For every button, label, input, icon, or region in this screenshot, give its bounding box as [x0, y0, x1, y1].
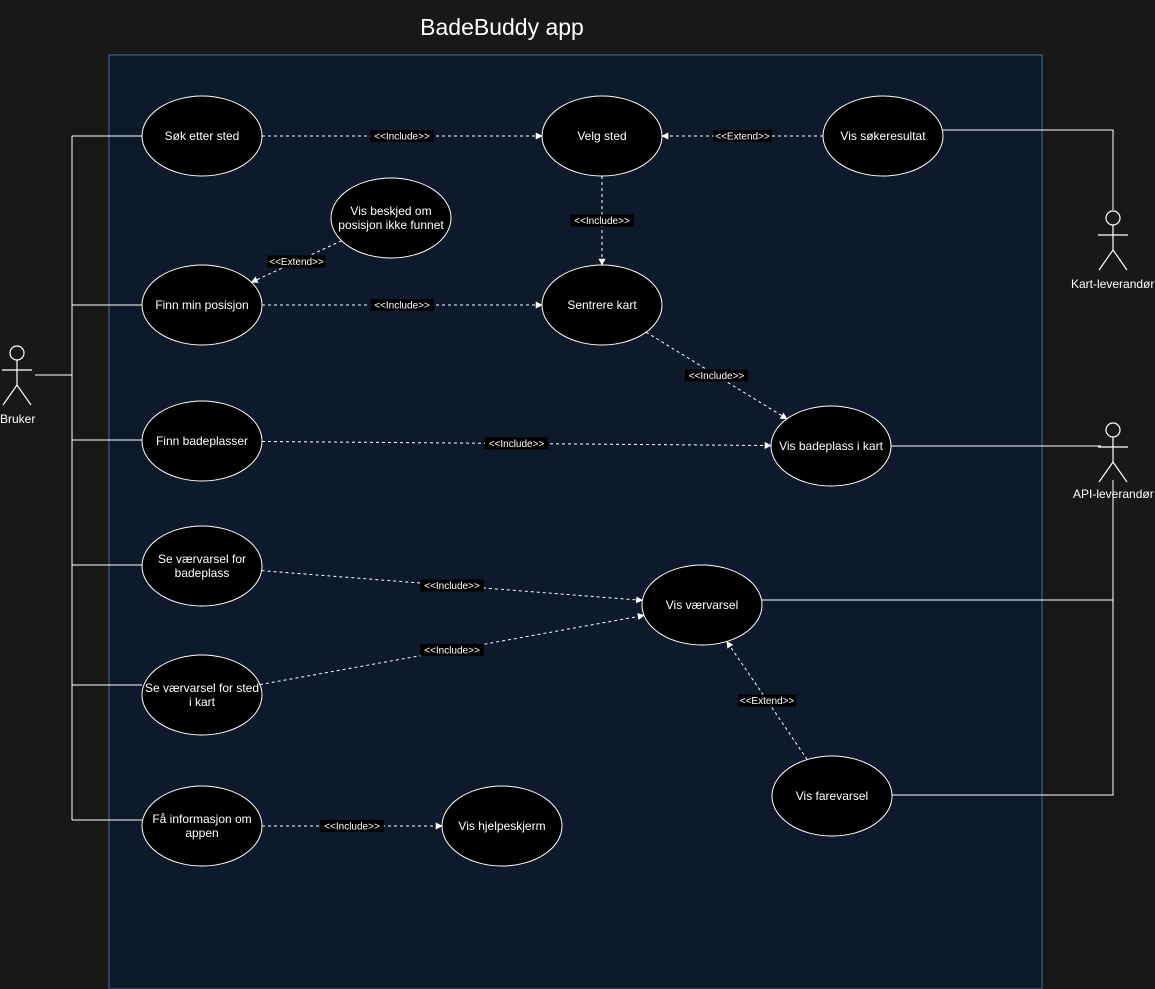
relation-label: <<Extend>> — [715, 132, 770, 143]
system-boundary — [108, 54, 1043, 989]
relations-layer: <<Include>> <<Extend>> <<Include>> <<Extend… — [250, 130, 823, 833]
use-case-hjelp[interactable]: Vis hjelpeskjerm — [441, 785, 563, 867]
use-case-velg[interactable]: Velg sted — [541, 95, 663, 177]
use-case-label: i kart — [189, 695, 216, 709]
actor-legs — [1098, 460, 1128, 483]
relation-label: <<Include>> — [374, 132, 430, 143]
relation-label: <<Include>> — [374, 301, 430, 312]
actor-kart[interactable]: Kart-leverandør — [1071, 210, 1154, 291]
use-case-label: Velg sted — [577, 129, 626, 143]
relation-label-bg — [370, 299, 434, 311]
relation-sevaer-visvaer — [261, 570, 644, 604]
actor-label: Kart-leverandør — [1071, 277, 1154, 291]
relation-label-bg — [420, 579, 484, 592]
use-case-label: Vis søkeresultat — [840, 129, 926, 143]
relation-label-bg — [713, 130, 772, 142]
relation-label: <<Include>> — [574, 216, 630, 227]
actor-bruker[interactable]: Bruker — [0, 345, 35, 426]
use-case-label: Sentrere kart — [567, 298, 637, 312]
use-case-label: Vis værvarsel — [666, 598, 738, 612]
use-case-label: Se værvarsel for — [158, 552, 246, 566]
use-case-label: posisjon ikke funnet — [338, 218, 444, 232]
use-case-label: badeplass — [175, 566, 230, 580]
api-trunk — [892, 480, 1114, 796]
relation-label: <<Include>> — [689, 371, 745, 382]
actor-association-lines — [35, 129, 1114, 821]
relation-label: <<Include>> — [489, 439, 545, 450]
use-case-ellipse — [641, 564, 763, 646]
relation-label-bg — [570, 214, 634, 227]
use-case-label: Finn badeplasser — [156, 434, 248, 448]
use-case-label: Se værvarsel for sted — [145, 681, 259, 695]
use-case-ellipse — [141, 525, 263, 607]
use-case-ellipse — [770, 405, 892, 487]
use-case-label: Få informasjon om — [152, 812, 251, 826]
use-case-visfare[interactable]: Vis farevarsel — [771, 755, 893, 837]
actor-legs — [2, 383, 32, 406]
actor-head — [1105, 422, 1121, 438]
use-case-label: Finn min posisjon — [155, 298, 248, 312]
use-case-visvaer[interactable]: Vis værvarsel — [641, 564, 763, 646]
use-case-label: Søk etter sted — [165, 129, 240, 143]
actor-api[interactable]: API-leverandør — [1073, 422, 1154, 501]
relation-label-bg — [684, 369, 749, 382]
use-case-label: Vis beskjed om — [350, 204, 431, 218]
use-case-label: Vis badeplass i kart — [779, 439, 884, 453]
use-case-visbade[interactable]: Vis badeplass i kart — [770, 405, 892, 487]
actor-legs — [1098, 248, 1128, 271]
actor-head — [1105, 210, 1121, 226]
use-case-ellipse — [822, 95, 944, 177]
use-case-sok[interactable]: Søk etter sted — [141, 95, 263, 177]
use-cases-layer: Søk etter sted Velg sted Vis søkeresultatV… — [141, 95, 944, 867]
use-case-ellipse — [141, 95, 263, 177]
use-case-ellipse — [141, 400, 263, 482]
relation-label: <<Include>> — [424, 581, 480, 592]
relation-label: <<Extend>> — [269, 257, 324, 268]
use-case-sentrere[interactable]: Sentrere kart — [541, 264, 663, 346]
actor-label: API-leverandør — [1073, 487, 1154, 501]
relation-label: <<Include>> — [324, 822, 380, 833]
relation-label: <<Include>> — [424, 646, 480, 657]
actor-label: Bruker — [0, 412, 35, 426]
actor-head — [9, 345, 25, 361]
relation-sevaersted-visvaer — [259, 613, 645, 686]
use-case-label: Vis hjelpeskjerm — [458, 819, 545, 833]
use-case-ellipse — [541, 264, 663, 346]
relation-label-bg — [484, 437, 549, 450]
relation-label-bg — [420, 644, 484, 656]
use-case-finnbade[interactable]: Finn badeplasser — [141, 400, 263, 482]
use-case-vissok[interactable]: Vis søkeresultat — [822, 95, 944, 177]
use-case-finnpos[interactable]: Finn min posisjon — [141, 264, 263, 346]
relation-label-bg — [267, 255, 326, 268]
relation-label-bg — [320, 820, 384, 832]
use-case-ellipse — [441, 785, 563, 867]
use-case-ellipse — [141, 785, 263, 867]
diagram-title: BadeBuddy app — [420, 14, 584, 40]
relation-label: <<Extend>> — [740, 696, 795, 707]
use-case-label: Vis farevarsel — [796, 789, 868, 803]
relation-label-bg — [370, 130, 434, 142]
kart-association-vissok — [943, 129, 1114, 210]
use-case-ellipse — [541, 95, 663, 177]
use-case-ellipse — [771, 755, 893, 837]
relation-label-bg — [738, 694, 796, 707]
use-case-ellipse — [330, 177, 452, 259]
use-case-ellipse — [141, 264, 263, 346]
use-case-label: appen — [185, 826, 218, 840]
use-case-ellipse — [141, 654, 263, 736]
